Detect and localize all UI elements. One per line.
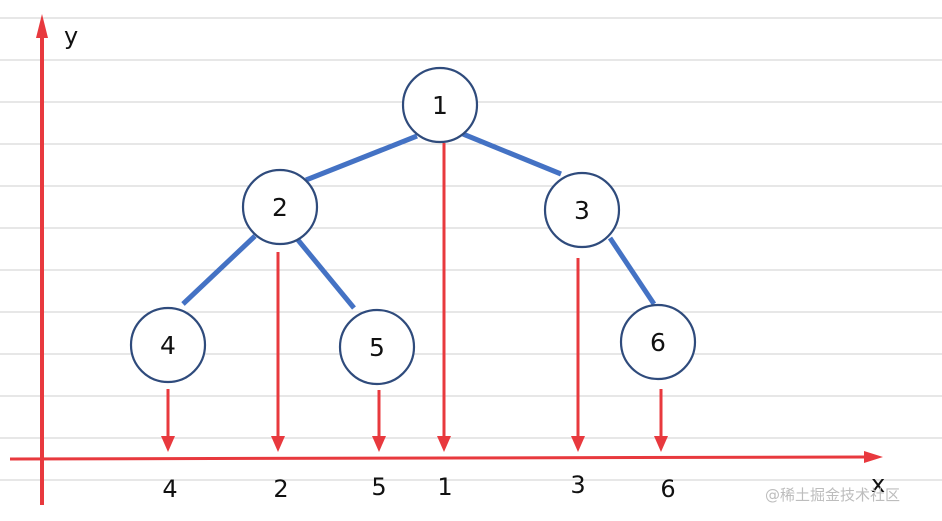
tree-node-label-6: 6 bbox=[650, 328, 666, 357]
y-axis-label: y bbox=[64, 22, 78, 50]
tree-node-label-3: 3 bbox=[574, 196, 590, 225]
tree-node-6 bbox=[619, 303, 697, 381]
tree-edge-1-2 bbox=[305, 133, 418, 183]
x-axis-arrowhead bbox=[864, 451, 883, 463]
projection-label-2: 2 bbox=[273, 475, 288, 503]
projection-arrowhead-2 bbox=[271, 436, 285, 452]
projection-labels: 1 2 3 4 5 6 bbox=[162, 471, 675, 503]
grid-lines bbox=[0, 17, 942, 481]
tree-edges bbox=[181, 131, 657, 310]
x-axis-label: x bbox=[871, 470, 885, 498]
tree-edge-1-3 bbox=[462, 131, 562, 177]
y-axis-arrowhead bbox=[36, 14, 48, 38]
projection-arrowhead-5 bbox=[372, 436, 386, 452]
tree-node-label-1: 1 bbox=[432, 91, 448, 120]
tree-node-label-5: 5 bbox=[369, 333, 385, 362]
watermark-text: @稀土掘金技术社区 bbox=[765, 486, 901, 504]
projection-arrows bbox=[161, 143, 668, 452]
projection-label-6: 6 bbox=[660, 475, 675, 503]
tree-node-label-2: 2 bbox=[272, 193, 288, 222]
tree-node-3 bbox=[543, 171, 621, 249]
tree-edge-3-6 bbox=[607, 236, 657, 306]
axes: yx bbox=[9, 14, 885, 505]
tree-nodes: 1 2 3 4 5 6 bbox=[129, 66, 697, 386]
tree-node-5 bbox=[338, 308, 416, 386]
tree-node-1 bbox=[401, 66, 479, 144]
tree-node-2 bbox=[241, 168, 319, 246]
projection-label-1: 1 bbox=[437, 473, 452, 501]
tree-edge-2-4 bbox=[181, 234, 257, 306]
tree-node-label-4: 4 bbox=[160, 331, 176, 360]
tree-node-4 bbox=[129, 306, 207, 384]
projection-label-4: 4 bbox=[162, 475, 177, 503]
projection-arrowhead-3 bbox=[571, 436, 585, 452]
tree-edge-2-5 bbox=[296, 238, 356, 310]
projection-arrowhead-1 bbox=[437, 436, 451, 452]
projection-label-5: 5 bbox=[371, 473, 386, 501]
projection-arrowhead-6 bbox=[654, 436, 668, 452]
projection-label-3: 3 bbox=[570, 471, 585, 499]
x-axis-line bbox=[9, 455, 867, 461]
projection-arrowhead-4 bbox=[161, 436, 175, 452]
